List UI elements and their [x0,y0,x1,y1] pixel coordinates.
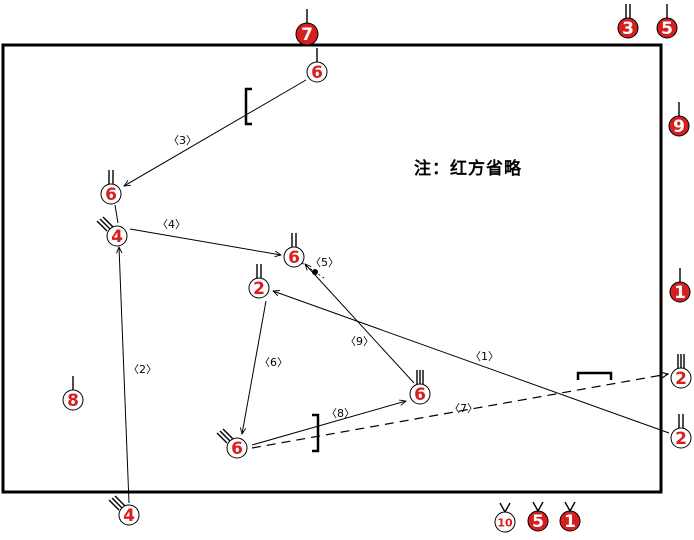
player-marker [295,22,319,46]
player-marker [62,389,84,411]
direction-tick [564,501,576,512]
player-marker [668,115,690,137]
pass-line-8 [251,401,406,446]
move-line-6-4 [114,204,119,224]
direction-tick [416,370,424,384]
player-marker [283,246,305,268]
player-number: 8 [67,391,79,411]
pass-line-1 [273,291,670,434]
pass-line-4 [129,228,281,255]
player-marker [306,61,328,83]
player-number: 6 [414,385,426,405]
player-marker [559,510,581,532]
player-marker [656,17,678,39]
pass-label: 〈9〉 [345,335,374,348]
pass-label: 〈7〉 [449,402,478,415]
pass-line-2 [119,247,130,504]
direction-tick [96,216,114,232]
player-number: 6 [231,439,243,459]
pass-label: 〈4〉 [157,218,186,231]
player-number: 9 [673,117,685,137]
direction-tick [291,233,297,247]
direction-tick [499,502,511,513]
pass-label: 〈1〉 [470,350,499,363]
player-marker [100,183,122,205]
pass-label: 〈8〉 [326,407,355,420]
direction-tick [678,414,684,428]
pass-line-3 [124,79,307,186]
direction-tick [216,428,234,444]
player-marker [670,367,692,389]
player-number: 4 [123,506,135,526]
pass-lines [114,79,670,504]
pass-label: 〈6〉 [259,356,288,369]
pass-labels: 〈1〉〈2〉 〈3〉〈4〉〈5〉〈6〉〈7〉 〈8〉 〈9〉 [128,134,499,420]
bracket-marker-mid [312,413,320,453]
bracket-marker-right [576,371,613,380]
player-number: 2 [675,369,687,389]
player-number: 3 [622,19,634,39]
player-direction-ticks [72,4,685,513]
direction-tick [108,170,114,184]
direction-tick [532,501,544,512]
player-number: 7 [301,25,313,45]
pass-line-7 [251,374,668,449]
pass-label: 〈3〉 [168,134,197,147]
player-number: 2 [253,279,265,299]
player-marker [617,17,639,39]
player-marker [226,437,248,459]
player-number: 2 [675,429,687,449]
player-marker [494,511,516,533]
player-number: 6 [311,63,323,83]
player-marker [409,383,431,405]
player-number: 6 [105,185,117,205]
player-number: 5 [661,19,673,39]
player-marker [248,277,270,299]
player-number: 1 [564,512,576,532]
player-marker [106,225,128,247]
bracket-marker-top [244,87,252,126]
pass-label: 〈5〉 [310,256,339,269]
ball [312,269,318,275]
player-number: 1 [674,283,686,303]
field-boundary [1,43,663,494]
player-marker [118,504,140,526]
direction-tick [256,264,262,278]
player-number: 4 [111,227,123,247]
pass-line-9 [305,264,415,384]
player-marker [527,510,549,532]
player-number: 10 [497,517,513,530]
player-marker [670,427,692,449]
player-number: 6 [288,248,300,268]
direction-tick [677,354,685,368]
pass-label: 〈2〉 [128,363,157,376]
pass-line-6 [242,300,267,434]
direction-tick [625,4,631,18]
player-marker [669,281,691,303]
player-number: 5 [532,512,544,532]
direction-tick [108,495,126,511]
note-red-team-omitted: 注：红方省略 [414,159,522,179]
